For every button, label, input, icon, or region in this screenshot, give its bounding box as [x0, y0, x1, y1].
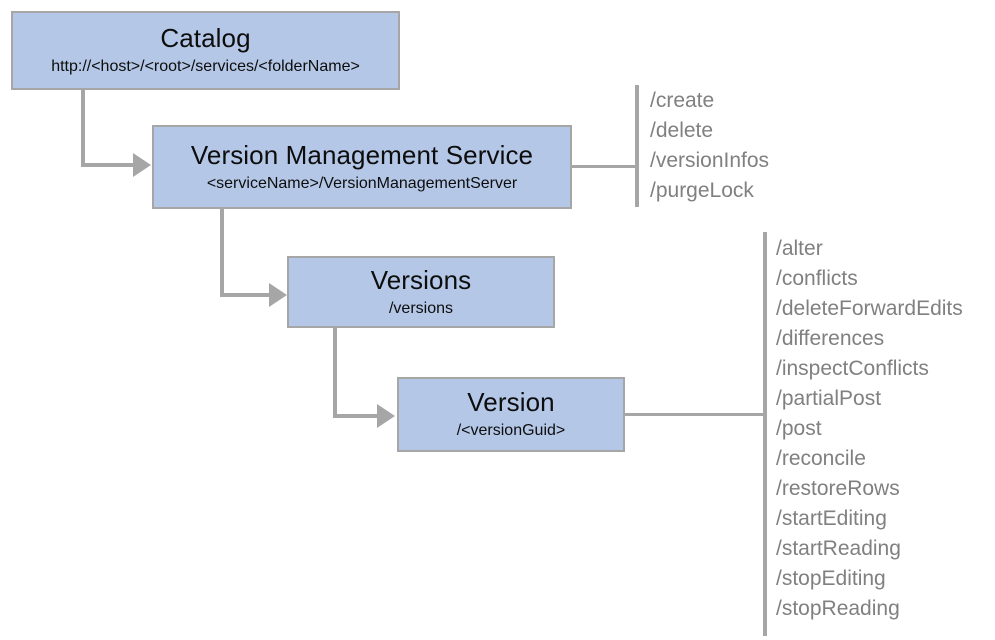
- operation-item: /startReading: [776, 537, 901, 560]
- version-operations-list: /alter/conflicts/deleteForwardEdits/diff…: [776, 234, 963, 624]
- operation-item: /purgeLock: [650, 179, 754, 202]
- operation-item: /delete: [650, 119, 714, 142]
- operation-item: /stopEditing: [776, 567, 886, 590]
- operation-item: /create: [650, 89, 715, 112]
- arrow-head-icon: [377, 404, 395, 428]
- operation-item: /partialPost: [776, 387, 882, 410]
- node-version-management-service: Version Management Service <serviceName>…: [152, 125, 572, 209]
- connector-service-to-versions-vertical: [220, 209, 224, 295]
- node-catalog-subtitle: http://<host>/<root>/services/<folderNam…: [51, 58, 360, 76]
- operation-item: /differences: [776, 327, 885, 350]
- node-version-title: Version: [467, 387, 555, 418]
- operation-item: /restoreRows: [776, 477, 900, 500]
- connector-versions-to-version-horizontal: [333, 414, 379, 418]
- node-catalog-title: Catalog: [160, 23, 251, 54]
- bracket-bar-version-operations: [763, 232, 767, 636]
- node-versions-title: Versions: [370, 264, 472, 295]
- node-versions-subtitle: /versions: [388, 299, 454, 317]
- connector-versions-to-version-vertical: [333, 328, 337, 416]
- operation-item: /versionInfos: [650, 149, 770, 172]
- node-version-subtitle: /<versionGuid>: [456, 422, 566, 440]
- connector-catalog-to-service-vertical: [81, 90, 85, 165]
- operation-item: /reconcile: [776, 447, 866, 470]
- arrow-head-icon: [133, 153, 151, 177]
- node-version: Version /<versionGuid>: [397, 377, 625, 452]
- operation-item: /deleteForwardEdits: [776, 297, 963, 320]
- operation-item: /stopReading: [776, 597, 900, 620]
- operation-item: /inspectConflicts: [776, 357, 929, 380]
- operation-item: /startEditing: [776, 507, 887, 530]
- operation-item: /alter: [776, 237, 823, 260]
- node-version-management-service-title: Version Management Service: [190, 139, 534, 170]
- node-versions: Versions /versions: [287, 256, 555, 328]
- service-operations-list: /create/delete/versionInfos/purgeLock: [650, 86, 769, 206]
- node-catalog: Catalog http://<host>/<root>/services/<f…: [11, 11, 400, 90]
- connector-version-to-operations: [625, 413, 767, 416]
- node-version-management-service-subtitle: <serviceName>/VersionManagementServer: [206, 174, 518, 192]
- operation-item: /post: [776, 417, 822, 440]
- bracket-bar-service-operations: [635, 85, 639, 207]
- arrow-head-icon: [269, 283, 287, 307]
- connector-service-to-operations: [572, 165, 639, 168]
- operation-item: /conflicts: [776, 267, 858, 290]
- connector-service-to-versions-horizontal: [220, 293, 271, 297]
- connector-catalog-to-service-horizontal: [81, 163, 135, 167]
